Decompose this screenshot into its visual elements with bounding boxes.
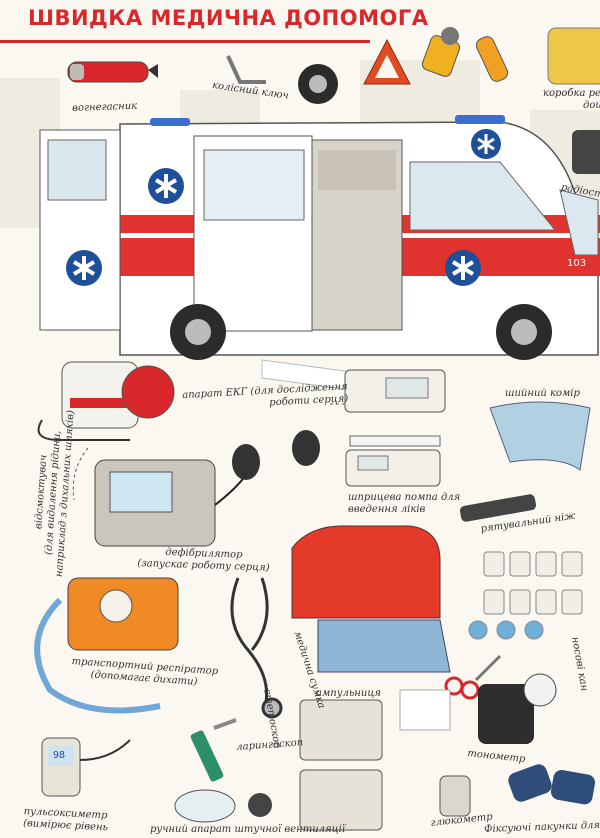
manual-ventilator-icon [174, 789, 272, 823]
rescue-knife-icon [459, 494, 537, 522]
glucometer-icon [439, 775, 471, 817]
label-manual-ventilator: ручний апарат штучної вентиляції [150, 824, 346, 835]
label-pulse-oximeter: пульсоксиметр (вимірює рівень [22, 806, 109, 834]
ambulance-side-text: ДОПОМОГА [212, 247, 286, 260]
syringe-pump-icon [345, 435, 441, 487]
page-title: ШВИДКА МЕДИЧНА ДОПОМОГА [28, 6, 429, 30]
label-defibrillator: дефібрилятор (запускає роботу серця) [137, 546, 270, 574]
ecg-machine-icon [261, 359, 446, 413]
fire-extinguisher-icon [67, 61, 158, 83]
oximeter-display: 98 [53, 750, 66, 761]
ambulance [39, 115, 600, 360]
stethoscope-icon [230, 577, 283, 719]
label-neck-collar: шийний комір [505, 388, 580, 399]
star-of-life-icon [66, 129, 501, 286]
label-ampoule-case: ампульниця [316, 688, 381, 699]
splint-packs-icon [508, 764, 596, 805]
ambulance-unit-number: 103 [567, 258, 587, 269]
label-box-partial: коробка реа [543, 88, 600, 99]
spare-wheel-icon [298, 64, 338, 104]
pulse-oximeter-icon [41, 737, 131, 797]
radio-icon [572, 130, 600, 174]
defibrillator-icon [94, 430, 320, 547]
ampoule-case-icon [299, 689, 451, 831]
label-extinguisher: вогнегасник [72, 100, 138, 114]
label-leader-lines [72, 403, 345, 501]
scissors-icon [444, 654, 502, 700]
tonometer-icon [478, 673, 557, 744]
title-underline [0, 40, 370, 43]
aspirator-icon [37, 361, 175, 441]
neck-collar-icon [489, 401, 591, 471]
wheel-wrench-icon [226, 55, 266, 84]
label-box-partial-2: дошк [583, 100, 600, 111]
transport-ventilator-icon [34, 577, 179, 714]
torch-icon [475, 36, 509, 82]
flashlight-icon [421, 27, 461, 77]
label-syringe-pump: шприцева помпа для введення ліків [348, 492, 461, 515]
medical-bag-icon [291, 525, 451, 673]
laryngoscope-icon [190, 718, 237, 782]
bandage-rolls-icon [468, 551, 583, 640]
warning-triangle-icon [363, 38, 411, 85]
defib-box-icon [547, 27, 600, 85]
